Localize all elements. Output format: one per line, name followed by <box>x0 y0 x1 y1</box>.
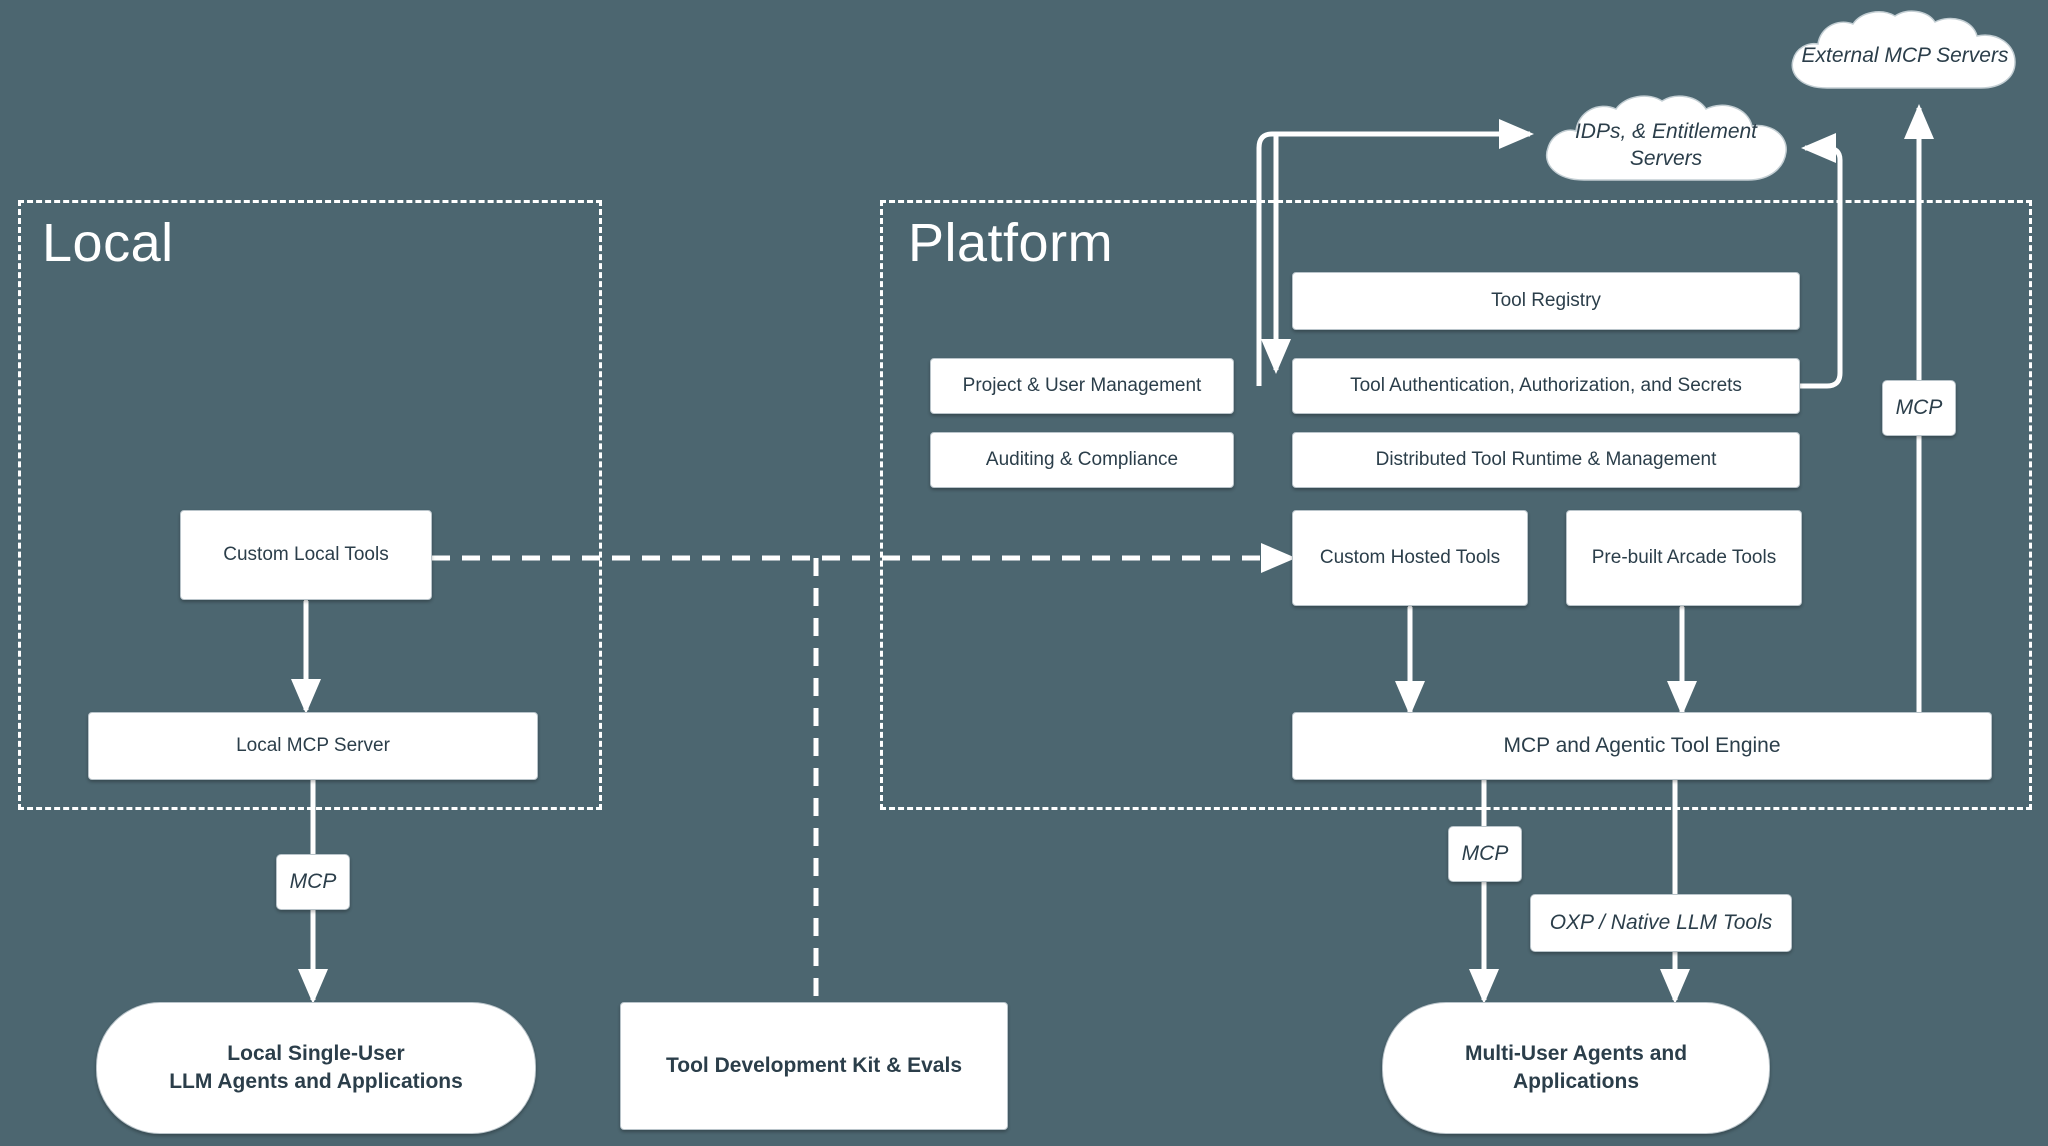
cloud-external-mcp-servers: External MCP Servers <box>1775 8 2035 104</box>
edge-label-mcp-right: MCP <box>1882 380 1956 436</box>
cloud-shape-icon <box>1791 10 2016 89</box>
node-mcp-agentic-tool-engine[interactable]: MCP and Agentic Tool Engine <box>1292 712 1992 780</box>
cloud-label: IDPs, & Entitlement Servers <box>1574 119 1758 170</box>
edge-label-mcp-multiuser: MCP <box>1448 826 1522 882</box>
zone-local <box>18 200 602 810</box>
cloud-label: External MCP Servers <box>1801 44 2009 68</box>
node-project-user-management[interactable]: Project & User Management <box>930 358 1234 414</box>
zone-platform-title: Platform <box>908 213 1114 273</box>
node-line-1: Local Single-User <box>227 1041 405 1065</box>
zone-platform <box>880 200 2032 810</box>
node-local-mcp-server[interactable]: Local MCP Server <box>88 712 538 780</box>
cloud-idps-entitlement-servers: IDPs, & Entitlement Servers <box>1530 92 1802 198</box>
node-multi-user-agents[interactable]: Multi-User Agents and Applications <box>1382 1002 1770 1134</box>
node-auditing-compliance[interactable]: Auditing & Compliance <box>930 432 1234 488</box>
node-oxp-native-llm-tools[interactable]: OXP / Native LLM Tools <box>1530 894 1792 952</box>
node-line-2: LLM Agents and Applications <box>169 1070 463 1093</box>
node-tool-development-kit[interactable]: Tool Development Kit & Evals <box>620 1002 1008 1130</box>
cloud-shape-icon <box>1545 95 1787 181</box>
node-distributed-tool-runtime-management[interactable]: Distributed Tool Runtime & Management <box>1292 432 1800 488</box>
zone-local-title: Local <box>42 213 174 273</box>
node-custom-hosted-tools[interactable]: Custom Hosted Tools <box>1292 510 1528 606</box>
node-line-2: Applications <box>1512 1070 1639 1093</box>
node-custom-local-tools[interactable]: Custom Local Tools <box>180 510 432 600</box>
node-tool-registry[interactable]: Tool Registry <box>1292 272 1800 330</box>
edge-label-mcp-local: MCP <box>276 854 350 910</box>
node-local-single-user-agents[interactable]: Local Single-User LLM Agents and Applica… <box>96 1002 536 1134</box>
node-tool-authentication-authorization-secrets[interactable]: Tool Authentication, Authorization, and … <box>1292 358 1800 414</box>
node-prebuilt-arcade-tools[interactable]: Pre-built Arcade Tools <box>1566 510 1802 606</box>
node-line-1: Multi-User Agents and <box>1464 1041 1688 1065</box>
